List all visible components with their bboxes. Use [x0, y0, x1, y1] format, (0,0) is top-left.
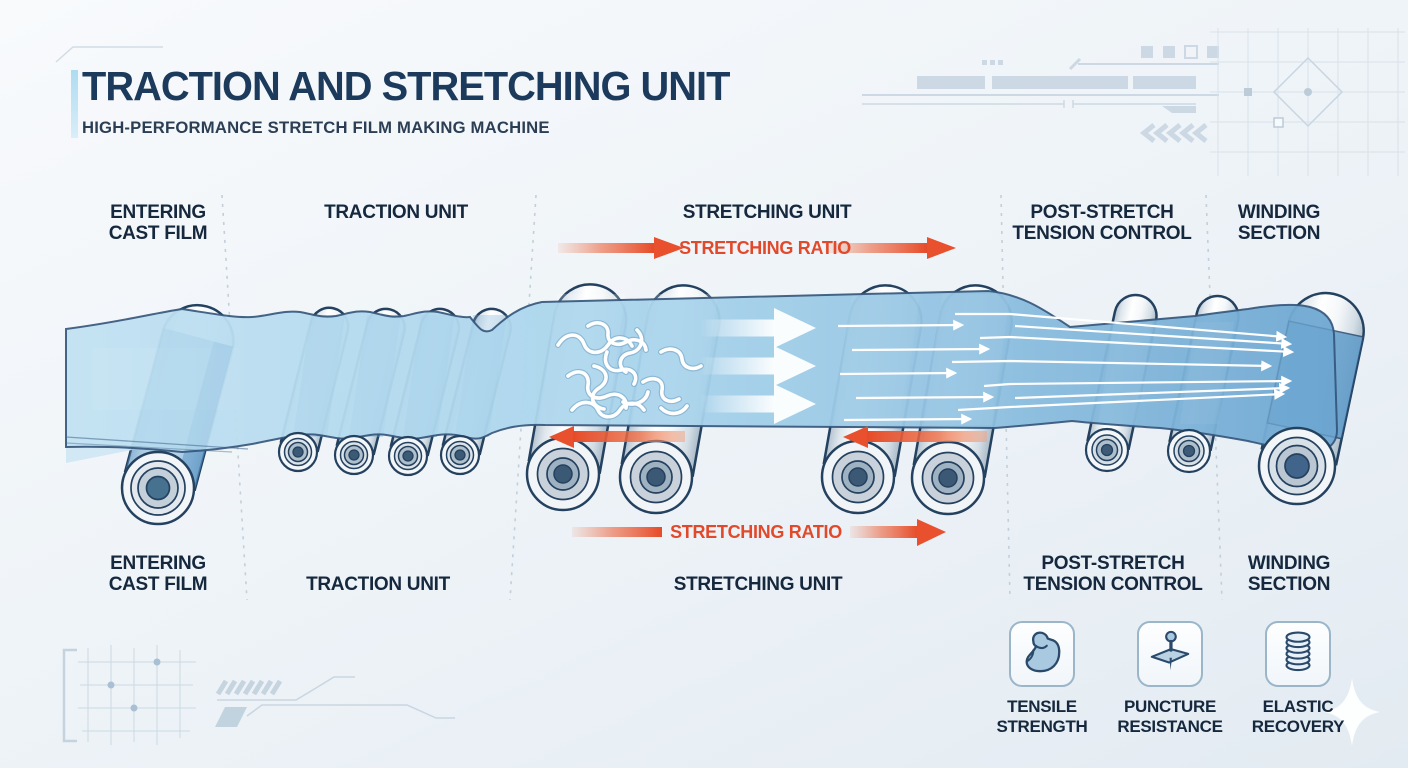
feature-label: ELASTIC RECOVERY: [1251, 697, 1345, 736]
polymer-tangle-graphic: [555, 320, 704, 420]
stretch-ratio-arrows: [549, 237, 987, 546]
label-top-traction-unit: TRACTION UNIT: [324, 202, 468, 223]
bicep-icon: [1019, 629, 1065, 680]
feature-box: [1265, 621, 1331, 687]
pin-icon: [1147, 629, 1193, 680]
feature-box: [1009, 621, 1075, 687]
feature-label: PUNCTURE RESISTANCE: [1117, 697, 1223, 736]
grid-decoration-bottom-left: [62, 645, 196, 745]
label-bottom-stretching-unit: STRETCHING UNIT: [673, 574, 843, 595]
stretching-roller-faces: [525, 436, 986, 516]
grid-decoration-top-right: [1210, 28, 1405, 176]
label-top-stretching-unit: STRETCHING UNIT: [682, 202, 852, 223]
label-bottom-entering-cast-film: ENTERING CAST FILM: [108, 553, 208, 596]
winding-roll-face: [1257, 426, 1337, 506]
flow-arrows-icon: [700, 308, 816, 424]
header-accent-bar: [71, 70, 78, 138]
label-bottom-traction-unit: TRACTION UNIT: [306, 574, 450, 595]
traction-roller-faces: [277, 431, 481, 477]
label-bottom-post-stretch: POST-STRETCH TENSION CONTROL: [1023, 553, 1203, 596]
label-top-entering-cast-film: ENTERING CAST FILM: [108, 202, 208, 245]
label-bottom-winding-section: WINDING SECTION: [1247, 553, 1331, 596]
label-stretching-ratio-bottom: STRETCHING RATIO: [670, 522, 842, 542]
sparkle-decoration: [1324, 678, 1380, 746]
chevrons-left-icon: [1139, 123, 1208, 143]
spring-icon: [1275, 629, 1321, 680]
page-subtitle: HIGH-PERFORMANCE STRETCH FILM MAKING MAC…: [82, 118, 550, 137]
label-stretching-ratio-top: STRETCHING RATIO: [679, 238, 851, 258]
feature-puncture-resistance: PUNCTURE RESISTANCE: [1105, 621, 1235, 736]
page-title: TRACTION AND STRETCHING UNIT: [82, 63, 730, 109]
feature-box: [1137, 621, 1203, 687]
circuit-decoration: [215, 676, 455, 727]
feature-label: TENSILE STRENGTH: [996, 697, 1088, 736]
feature-tensile-strength: TENSILE STRENGTH: [977, 621, 1107, 736]
roller-faces: [120, 426, 1337, 526]
entering-roll-face: [120, 450, 196, 526]
label-top-winding-section: WINDING SECTION: [1237, 202, 1321, 245]
aligned-chain-arrows: [837, 312, 1295, 425]
feature-elastic-recovery: ELASTIC RECOVERY: [1233, 621, 1363, 736]
post-roller-faces: [1084, 427, 1212, 474]
hud-lines-decoration: [862, 45, 1219, 113]
label-top-post-stretch: POST-STRETCH TENSION CONTROL: [1012, 202, 1192, 245]
header-corner-line: [55, 46, 163, 63]
